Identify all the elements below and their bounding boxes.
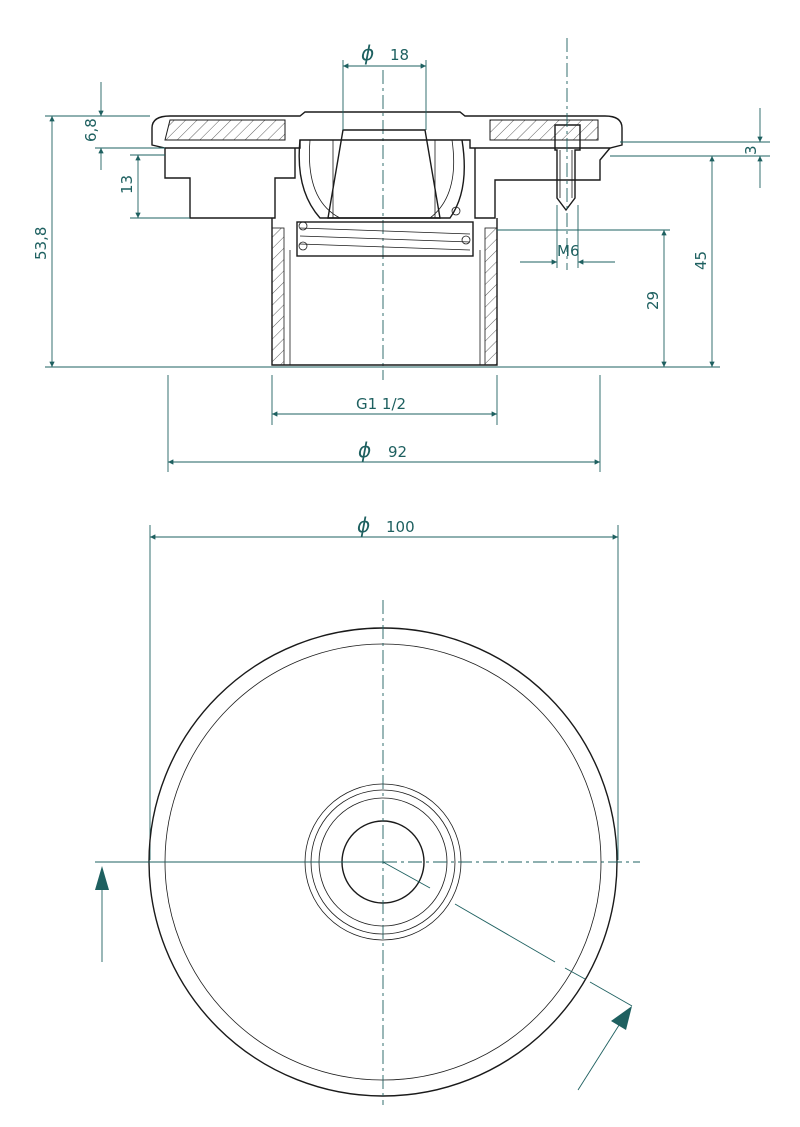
dim-step-height: 13 [118,175,136,194]
section-cut-line-angled [454,903,556,963]
section-cut-line-angled-start [382,861,431,889]
collar-right [474,147,611,219]
dim-outer-phi: ϕ [357,513,370,537]
section-cut-line-angled-dash [564,967,586,980]
dim-body-phi: ϕ [358,438,371,462]
dim-screw: M6 [557,242,580,260]
dim-height-total: 53,8 [32,227,50,260]
ball-arc [309,139,455,219]
ball-housing [298,139,465,219]
spring [296,206,474,257]
flange-left-hatch [164,119,286,141]
flange-outline [151,111,623,149]
dim-height-29: 29 [644,291,662,310]
dim-height-45: 45 [692,251,710,270]
view-arrow-right-head [611,1006,632,1030]
screw [554,124,581,212]
dim-bore-value: 18 [390,46,409,64]
body-wall-right-hatch [484,227,498,366]
dim-bore-phi: ϕ [361,41,374,65]
view-arrow-right-shaft [577,1021,622,1091]
dim-body-value: 92 [388,443,407,461]
collar-left [164,148,296,219]
section-cut-line-end [589,981,633,1007]
dim-flange-thickness: 6,8 [82,118,100,142]
dim-outer-value: 100 [386,518,415,536]
plan-view: ϕ 100 [95,513,640,1105]
body-wall-left-hatch [271,227,285,366]
dim-thread: G1 1/2 [356,395,406,413]
view-arrow-left-head [95,866,109,890]
cone-insert [327,129,441,219]
flange-right-hatch [489,119,599,141]
dimensions-section: ϕ 18 53,8 6,8 13 G1 1/2 ϕ 92 3 [32,41,770,472]
threaded-body [271,218,498,366]
section-view [45,38,720,380]
dim-cap-thickness: 3 [742,145,760,155]
